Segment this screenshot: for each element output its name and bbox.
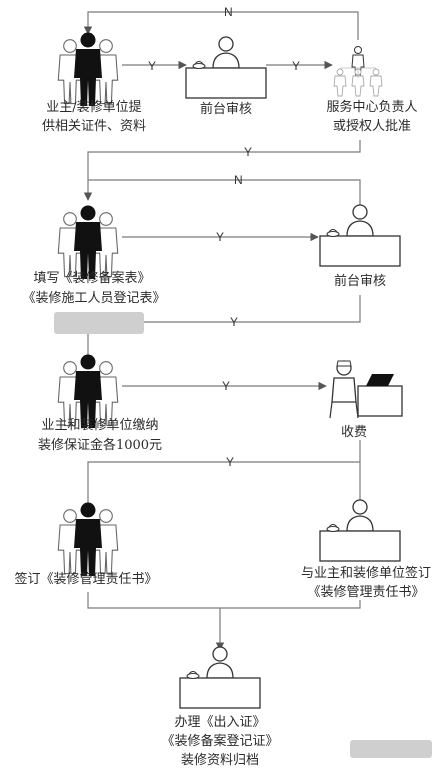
front-desk-clerk-icon-2 bbox=[319, 204, 401, 267]
edge-label-y-4: Y bbox=[216, 230, 224, 244]
approve-label-line1: 服务中心负责人 bbox=[326, 99, 417, 115]
front-desk-clerk-icon-1 bbox=[185, 36, 267, 99]
step2-label-line1: 填写《装修备案表》 bbox=[33, 270, 150, 286]
review1-label: 前台审核 bbox=[200, 101, 252, 117]
edge-label-y-2: Y bbox=[292, 59, 300, 73]
people-group-icon-3 bbox=[57, 353, 119, 429]
review2-label: 前台审核 bbox=[334, 273, 386, 289]
step1-label-line2: 供相关证件、资料 bbox=[42, 119, 146, 134]
final-label-line3: 装修资料归档 bbox=[181, 753, 259, 768]
final-label-line2: 《装修备案登记证》 bbox=[161, 733, 278, 749]
edge-label-n-top: N bbox=[224, 5, 233, 19]
step4-label: 签订《装修管理责任书》 bbox=[14, 571, 157, 587]
people-group-icon-1 bbox=[57, 31, 119, 107]
sign-label-line2: 《装修管理责任书》 bbox=[307, 585, 424, 600]
approve-label-line2: 或授权人批准 bbox=[333, 118, 411, 134]
edge-label-y-6: Y bbox=[222, 379, 230, 393]
connector-lines bbox=[83, 11, 365, 651]
people-group-icon-2 bbox=[57, 204, 119, 280]
approver-icon bbox=[333, 46, 383, 97]
edge-label-n-mid: N bbox=[234, 173, 243, 187]
front-desk-clerk-icon-4 bbox=[179, 646, 261, 709]
edge-label-y-5: Y bbox=[230, 315, 238, 329]
final-label-line1: 办理《出入证》 bbox=[174, 715, 265, 730]
sign-label-line1: 与业主和装修单位签订 bbox=[301, 565, 431, 581]
front-desk-clerk-icon-3 bbox=[319, 499, 401, 562]
blurred-watermark bbox=[350, 740, 432, 758]
edge-label-y-1: Y bbox=[148, 59, 156, 73]
edge-label-y-7: Y bbox=[226, 455, 234, 469]
step2-label-line2: 《装修施工人员登记表》 bbox=[22, 291, 165, 306]
people-group-icon-4 bbox=[57, 501, 119, 577]
fee-label: 收费 bbox=[341, 425, 367, 440]
blurred-region bbox=[54, 312, 144, 334]
edge-label-y-3: Y bbox=[244, 145, 252, 159]
step1-label-line1: 业主/装修单位提 bbox=[46, 99, 141, 115]
step3-label-line1: 业主和装修单位缴纳 bbox=[41, 418, 158, 433]
step3-label-line2: 装修保证金各1000元 bbox=[38, 437, 162, 453]
cashier-icon bbox=[329, 360, 403, 419]
